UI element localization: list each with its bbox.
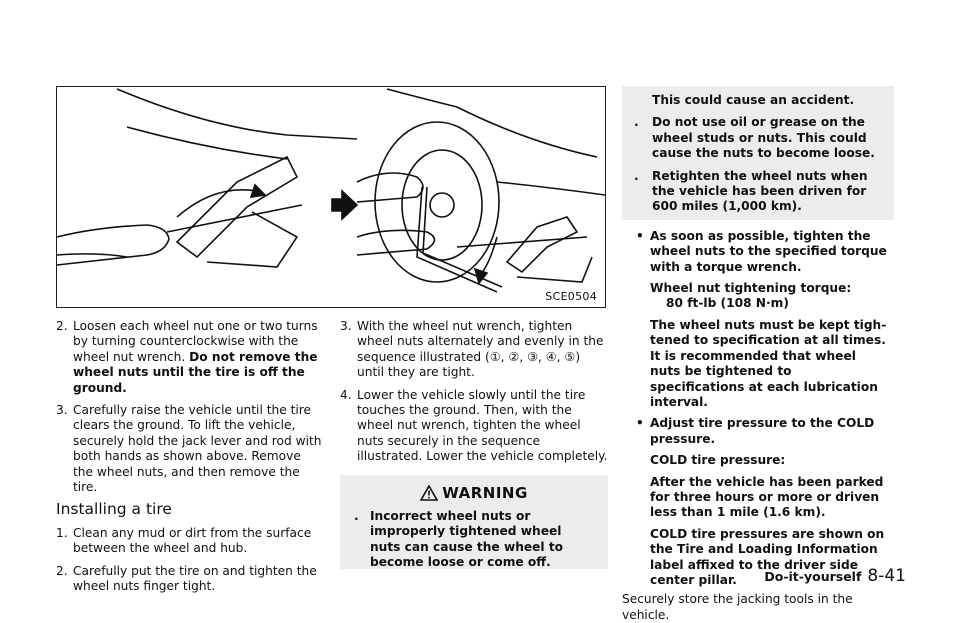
middle-column: 3. With the wheel nut wrench, tighten wh… bbox=[340, 319, 608, 569]
warning-item-2: . Do not use oil or grease on the wheel … bbox=[634, 115, 875, 161]
warning-box-continued bbox=[622, 86, 894, 220]
cold-pressure-note: COLD tire pressures are shown on the Tir… bbox=[650, 526, 885, 587]
step-2-loosen: 2. Loosen each wheel nut one or two turn… bbox=[56, 319, 318, 395]
figure-code: SCE0504 bbox=[545, 290, 597, 303]
jack-drawing bbox=[57, 88, 605, 293]
warning-icon bbox=[419, 484, 439, 501]
page-number: 8-41 bbox=[867, 566, 906, 586]
torque-label: Wheel nut tightening torque: bbox=[650, 281, 852, 296]
install-step-3: 3. With the wheel nut wrench, tighten wh… bbox=[340, 319, 604, 380]
torque-bullet: • As soon as possible, tighten the wheel… bbox=[636, 228, 887, 274]
store-tools-text: Securely store the jacking tools in the … bbox=[622, 592, 853, 622]
cold-pressure-definition: After the vehicle has been parked for th… bbox=[650, 474, 884, 520]
warning-item-3: . Retighten the wheel nuts when the vehi… bbox=[634, 168, 868, 214]
right-column: This could cause an accident. . Do not u… bbox=[622, 93, 890, 623]
cold-pressure-bullet: • Adjust tire pressure to the COLD press… bbox=[636, 416, 875, 446]
page-footer: Do-it-yourself 8-41 bbox=[764, 566, 906, 586]
section-heading: Installing a tire bbox=[56, 500, 172, 519]
torque-note: The wheel nuts must be kept tigh- tened … bbox=[650, 317, 887, 409]
jack-illustration: SCE0504 bbox=[56, 86, 606, 308]
torque-value: 80 ft-lb (108 N·m) bbox=[666, 296, 789, 311]
warning-item-1: . Incorrect wheel nuts or improperly tig… bbox=[354, 509, 564, 570]
install-step-2: 2. Carefully put the tire on and tighten… bbox=[56, 563, 317, 594]
warning-continued: This could cause an accident. bbox=[652, 93, 855, 107]
section-name: Do-it-yourself bbox=[764, 569, 862, 584]
install-step-4: 4. Lower the vehicle slowly until the ti… bbox=[340, 387, 608, 464]
left-column: 2. Loosen each wheel nut one or two turn… bbox=[56, 319, 324, 602]
install-step-1: 1. Clean any mud or dirt from the surfac… bbox=[56, 525, 312, 556]
warning-title: WARNING bbox=[354, 484, 594, 501]
step-3-raise: 3. Carefully raise the vehicle until the… bbox=[56, 403, 322, 495]
warning-box: WARNING . Incorrect wheel nuts or improp… bbox=[340, 474, 608, 570]
cold-pressure-label: COLD tire pressure: bbox=[650, 453, 786, 468]
